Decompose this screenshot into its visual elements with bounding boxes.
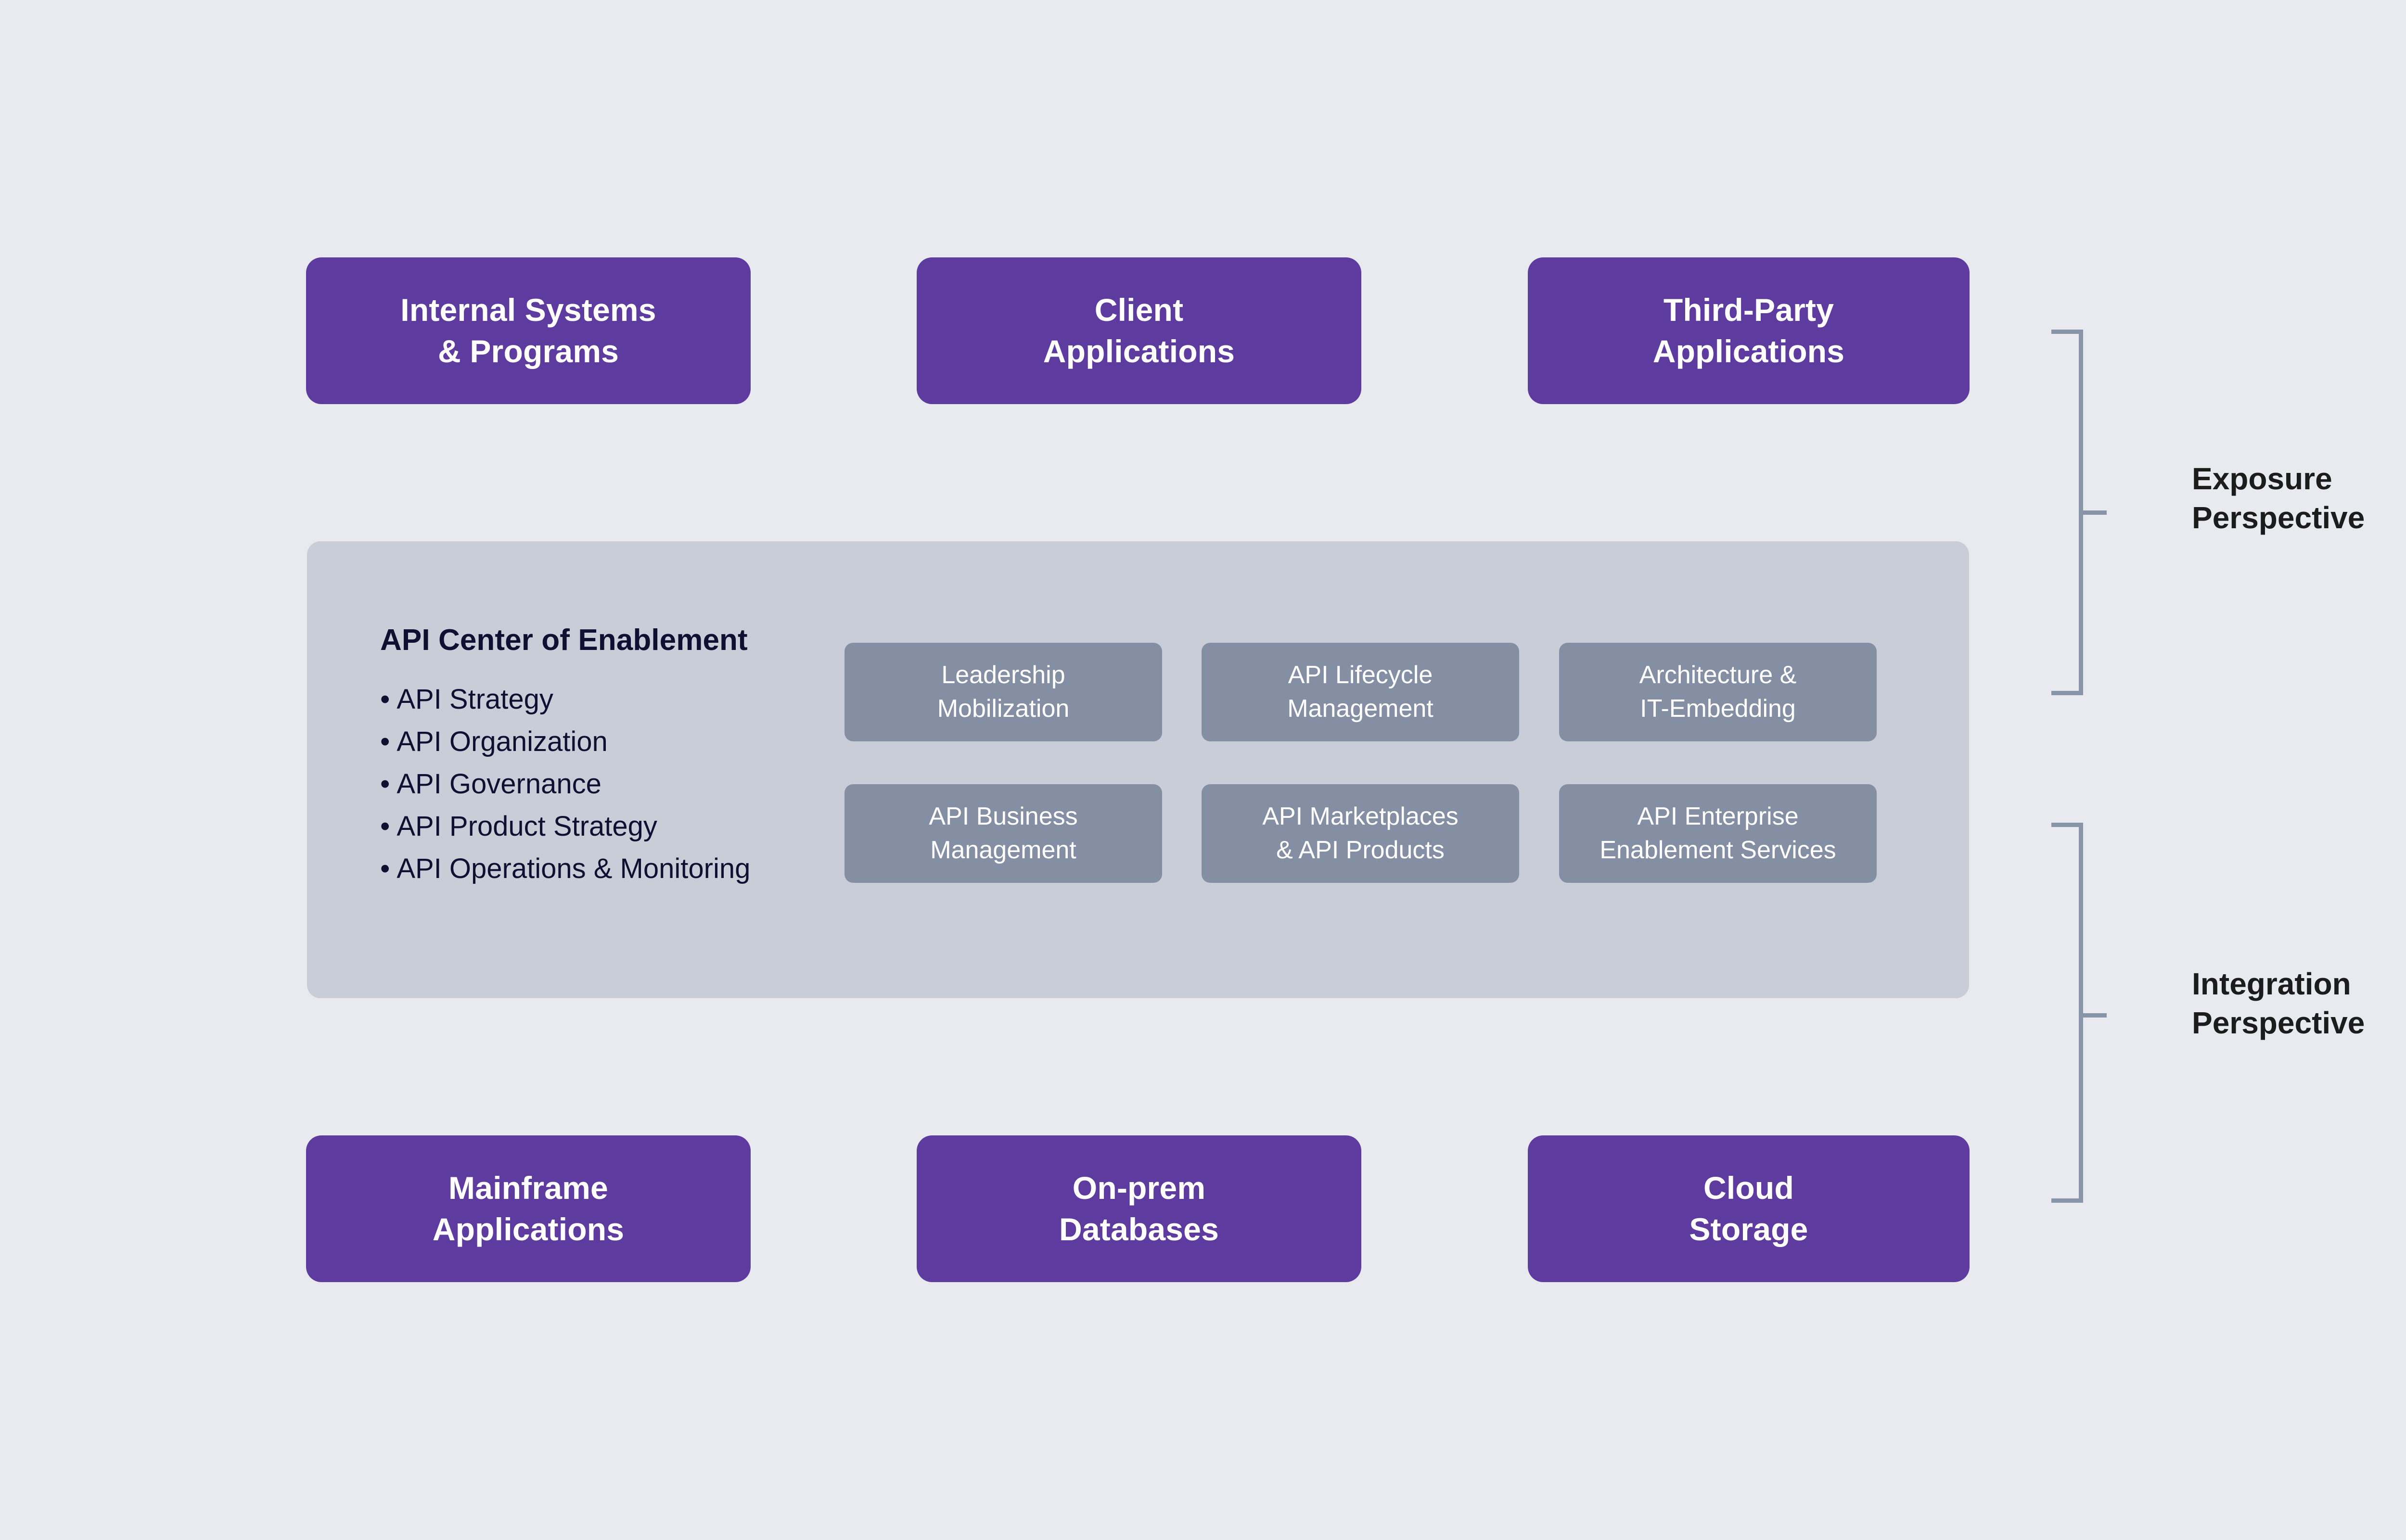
- endpoint-box-internal-systems[interactable]: Internal Systems & Programs: [306, 257, 751, 404]
- panel-title: API Center of Enablement: [380, 624, 748, 657]
- capability-label-line2: Management: [1287, 694, 1433, 723]
- list-item: •API Product Strategy: [380, 813, 909, 840]
- endpoint-box-on-prem-databases[interactable]: On-prem Databases: [917, 1135, 1361, 1282]
- capability-label-line2: IT-Embedding: [1640, 694, 1796, 723]
- perspective-label-exposure: Exposure Perspective: [2192, 459, 2365, 537]
- perspective-label-line2: Perspective: [2192, 1005, 2365, 1040]
- bracket-tick-top: [2051, 330, 2083, 334]
- perspective-label-line2: Perspective: [2192, 500, 2365, 535]
- bracket-exposure-perspective: [2051, 330, 2107, 695]
- bracket-spine: [2079, 823, 2083, 1203]
- bullet-dot-icon: •: [380, 811, 390, 842]
- perspective-label-integration: Integration Perspective: [2192, 965, 2365, 1042]
- list-item: •API Operations & Monitoring: [380, 855, 909, 883]
- endpoint-box-client-applications[interactable]: Client Applications: [917, 257, 1361, 404]
- list-item: •API Governance: [380, 770, 909, 798]
- perspective-label-line1: Exposure: [2192, 461, 2332, 496]
- endpoint-label-line1: Third-Party: [1663, 292, 1834, 328]
- endpoint-box-cloud-storage[interactable]: Cloud Storage: [1528, 1135, 1970, 1282]
- capability-tile-api-marketplaces-products[interactable]: API Marketplaces & API Products: [1202, 784, 1519, 883]
- capability-label-line2: Mobilization: [937, 694, 1070, 723]
- bullet-dot-icon: •: [380, 684, 390, 715]
- list-item-label: API Operations & Monitoring: [397, 853, 751, 884]
- endpoint-box-third-party-applications[interactable]: Third-Party Applications: [1528, 257, 1970, 404]
- endpoint-label-line2: Databases: [1059, 1211, 1219, 1247]
- list-item: •API Organization: [380, 728, 909, 756]
- capability-tile-api-enterprise-enablement-services[interactable]: API Enterprise Enablement Services: [1559, 784, 1877, 883]
- endpoint-label-line2: & Programs: [437, 333, 619, 369]
- endpoint-label-line2: Applications: [1043, 333, 1235, 369]
- bracket-tick-middle: [2079, 1013, 2107, 1018]
- capability-label-line1: API Marketplaces: [1262, 802, 1459, 830]
- bracket-integration-perspective: [2051, 823, 2107, 1203]
- endpoint-label-line1: Mainframe: [448, 1170, 608, 1206]
- endpoint-label-line2: Applications: [1652, 333, 1845, 369]
- endpoint-box-mainframe-applications[interactable]: Mainframe Applications: [306, 1135, 751, 1282]
- endpoint-label-line1: Client: [1094, 292, 1184, 328]
- bracket-tick-bottom: [2051, 691, 2083, 695]
- capability-tile-api-lifecycle-management[interactable]: API Lifecycle Management: [1202, 643, 1519, 741]
- capability-label-line2: & API Products: [1276, 836, 1445, 864]
- capability-tile-leadership-mobilization[interactable]: Leadership Mobilization: [845, 643, 1162, 741]
- bullet-dot-icon: •: [380, 726, 390, 757]
- endpoint-label-line1: Internal Systems: [400, 292, 656, 328]
- endpoint-label-line2: Storage: [1689, 1211, 1808, 1247]
- capability-label-line1: API Business: [929, 802, 1078, 830]
- capability-tile-api-business-management[interactable]: API Business Management: [845, 784, 1162, 883]
- api-center-of-enablement-panel: API Center of Enablement •API Strategy •…: [307, 541, 1969, 998]
- capability-label-line1: Architecture &: [1639, 661, 1797, 689]
- list-item-label: API Strategy: [397, 684, 553, 715]
- list-item-label: API Governance: [397, 768, 602, 800]
- capability-bullet-list: •API Strategy •API Organization •API Gov…: [380, 686, 909, 883]
- bracket-tick-middle: [2079, 510, 2107, 515]
- capability-label-line1: API Enterprise: [1637, 802, 1799, 830]
- list-item-label: API Organization: [397, 726, 608, 757]
- perspective-label-line1: Integration: [2192, 967, 2351, 1001]
- endpoint-label-line2: Applications: [432, 1211, 625, 1247]
- list-item: •API Strategy: [380, 686, 909, 713]
- bullet-dot-icon: •: [380, 768, 390, 800]
- capability-label-line2: Management: [930, 836, 1076, 864]
- capability-tile-architecture-it-embedding[interactable]: Architecture & IT-Embedding: [1559, 643, 1877, 741]
- list-item-label: API Product Strategy: [397, 811, 657, 842]
- endpoint-label-line1: Cloud: [1703, 1170, 1794, 1206]
- bracket-tick-top: [2051, 823, 2083, 827]
- endpoint-label-line1: On-prem: [1072, 1170, 1206, 1206]
- bullet-dot-icon: •: [380, 853, 390, 884]
- bracket-tick-bottom: [2051, 1198, 2083, 1203]
- capability-label-line1: Leadership: [941, 661, 1065, 689]
- capability-label-line2: Enablement Services: [1600, 836, 1836, 864]
- capability-label-line1: API Lifecycle: [1288, 661, 1433, 689]
